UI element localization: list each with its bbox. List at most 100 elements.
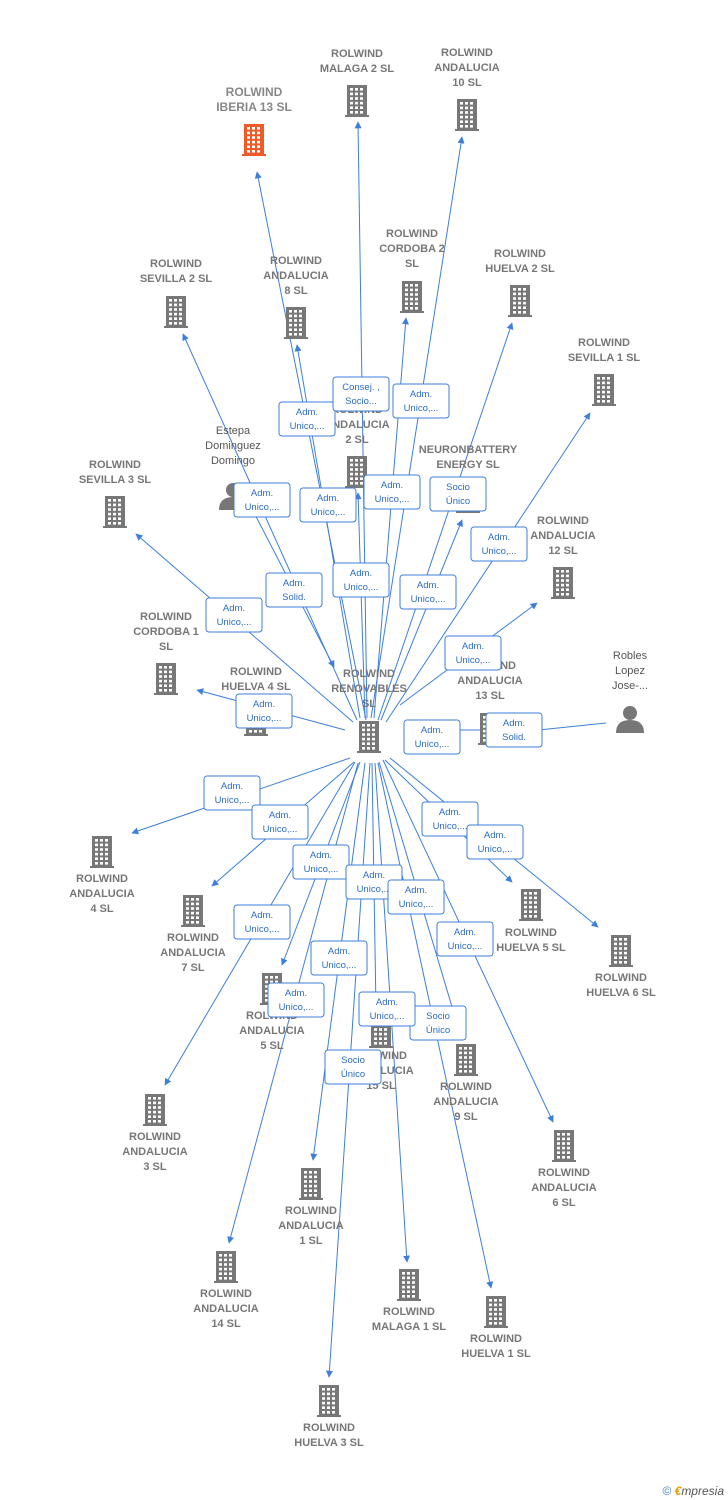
node-label: 8 SL — [284, 285, 308, 297]
building-icon[interactable] — [284, 307, 308, 339]
edge-label-andalucia13[interactable]: Adm.Unico,... — [403, 719, 461, 755]
edge-label-andalucia7[interactable]: Adm.Unico,... — [251, 804, 309, 840]
edge-label-iberia13[interactable]: Adm.Unico,... — [278, 401, 336, 437]
building-icon[interactable] — [154, 663, 178, 695]
edge-label-andalucia14[interactable]: Adm.Unico,... — [267, 982, 325, 1018]
edge-center-andalucia10 — [370, 136, 465, 719]
edge-label-line: Adm. — [317, 493, 339, 504]
node-label: HUELVA 2 SL — [485, 263, 555, 275]
node-label: ROLWIND — [538, 1167, 590, 1179]
node-label: ROLWIND — [150, 258, 202, 270]
edge-label-andalucia5[interactable]: Adm.Unico,... — [292, 844, 350, 880]
person-icon[interactable] — [616, 706, 644, 733]
building-icon[interactable] — [397, 1269, 421, 1301]
edge-label-line: Adm. — [285, 988, 307, 999]
building-icon[interactable] — [400, 281, 424, 313]
edge-label-huelva6[interactable]: Adm.Unico,... — [466, 824, 524, 860]
building-icon[interactable] — [455, 99, 479, 131]
edge-label-huelva1[interactable]: Adm.Unico,... — [387, 879, 445, 915]
building-icon[interactable] — [214, 1251, 238, 1283]
building-icon[interactable] — [164, 296, 188, 328]
building-icon[interactable] — [357, 721, 381, 753]
edge-label-andalucia12[interactable]: Adm.Unico,... — [444, 635, 502, 671]
node-label: ANDALUCIA — [278, 1220, 343, 1232]
edge-label-line: Solid. — [502, 732, 526, 743]
building-icon[interactable] — [143, 1094, 167, 1126]
edge-label-sevilla1[interactable]: Adm.Unico,... — [470, 526, 528, 562]
edge-label-andalucia4[interactable]: Adm.Unico,... — [203, 775, 261, 811]
edge-label-sevilla3[interactable]: Adm.Unico,... — [205, 597, 263, 633]
building-icon[interactable] — [181, 895, 205, 927]
footer-brand[interactable]: © €mpresia — [662, 1484, 724, 1498]
edge-label-line: Adm. — [253, 699, 275, 710]
edge-label-huelva5[interactable]: Adm.Unico,... — [421, 801, 479, 837]
edge-label-andalucia13[interactable]: Adm.Solid. — [485, 712, 543, 748]
edge-label-sevilla2[interactable]: Adm.Unico,... — [233, 482, 291, 518]
edge-label-line: Unico,... — [311, 507, 346, 518]
edge-label-malaga2[interactable]: Consej. ,Socio... — [332, 376, 390, 412]
building-icon[interactable] — [345, 85, 369, 117]
edge-label-huelva4[interactable]: Adm.Unico,... — [235, 693, 293, 729]
node-robles[interactable]: RoblesLopezJose-... — [612, 650, 648, 733]
node-label: ROLWIND — [140, 611, 192, 623]
edge-label-line: Adm. — [488, 532, 510, 543]
building-icon[interactable] — [454, 1044, 478, 1076]
edge-label-andalucia3[interactable]: Adm.Unico,... — [233, 904, 291, 940]
building-icon[interactable] — [592, 374, 616, 406]
edge-label-andalucia10[interactable]: Adm.Unico,... — [392, 383, 450, 419]
edge-label-neuron[interactable]: Adm.Unico,... — [399, 574, 457, 610]
node-label: MALAGA 1 SL — [372, 1321, 446, 1333]
edge-label-andalucia6[interactable]: Adm.Unico,... — [436, 921, 494, 957]
building-icon[interactable] — [552, 1130, 576, 1162]
node-label: ANDALUCIA — [530, 530, 595, 542]
building-icon[interactable] — [299, 1168, 323, 1200]
building-icon[interactable] — [508, 285, 532, 317]
edge-label-andalucia1[interactable]: Adm.Unico,... — [310, 940, 368, 976]
building-icon[interactable] — [242, 124, 266, 156]
building-icon[interactable] — [345, 456, 369, 488]
node-label: ANDALUCIA — [160, 947, 225, 959]
building-icon[interactable] — [90, 836, 114, 868]
building-icon[interactable] — [519, 889, 543, 921]
edge-label-malaga1[interactable]: Adm.Unico,... — [358, 991, 416, 1027]
edge-label-line: Adm. — [376, 997, 398, 1008]
edge-label-center[interactable]: Adm.Solid. — [265, 572, 323, 608]
building-icon[interactable] — [609, 935, 633, 967]
building-icon[interactable] — [103, 496, 127, 528]
edge-label-cordoba2[interactable]: Adm.Unico,... — [363, 474, 421, 510]
edge-label-andalucia2[interactable]: Adm.Unico,... — [332, 562, 390, 598]
building-icon[interactable] — [317, 1385, 341, 1417]
edge-label-line: Adm. — [328, 946, 350, 957]
node-label: 12 SL — [548, 545, 578, 557]
edge-label-andalucia8[interactable]: Adm. Unico,... — [299, 487, 357, 523]
building-icon[interactable] — [484, 1296, 508, 1328]
building-icon[interactable] — [551, 567, 575, 599]
